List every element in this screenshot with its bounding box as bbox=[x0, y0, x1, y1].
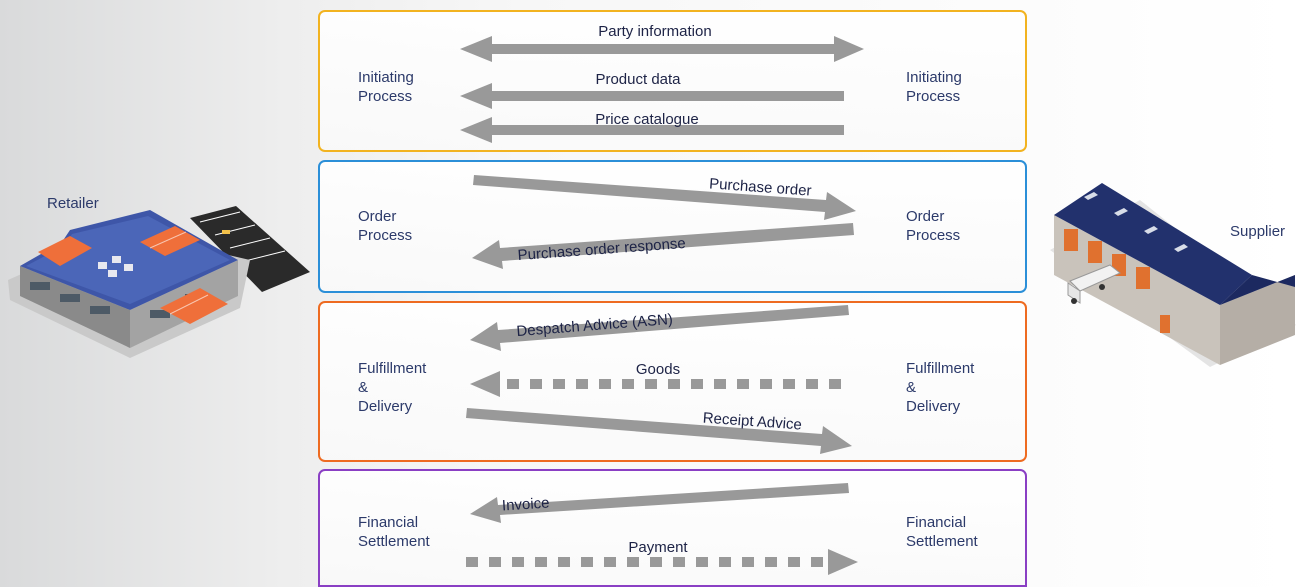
invoice-label: Invoice bbox=[501, 495, 550, 515]
invoice-arrow bbox=[470, 483, 849, 523]
stage-right-label: Initiating Process bbox=[906, 69, 962, 105]
stage-left-label: Financial Settlement bbox=[358, 514, 430, 550]
goods-arrow bbox=[470, 371, 841, 397]
payment-arrow bbox=[466, 549, 858, 575]
retailer-building-icon bbox=[8, 206, 310, 358]
stage-right-label: Fulfillment & Delivery bbox=[906, 360, 975, 415]
party-information-label: Party information bbox=[598, 23, 711, 40]
price-catalogue-label: Price catalogue bbox=[595, 111, 698, 128]
retailer-label: Retailer bbox=[47, 195, 99, 212]
price-catalogue-arrow bbox=[460, 117, 844, 143]
stage-right-label: Financial Settlement bbox=[906, 514, 978, 550]
purchase-order-response-arrow bbox=[472, 223, 854, 269]
payment-label: Payment bbox=[628, 539, 688, 556]
product-data-label: Product data bbox=[595, 71, 681, 88]
product-data-arrow bbox=[460, 83, 844, 109]
stage-panel-order: Order Process Order Process bbox=[318, 160, 1027, 293]
goods-label: Goods bbox=[636, 361, 680, 378]
purchase-order-arrow bbox=[473, 175, 856, 220]
stage-right-label: Order Process bbox=[906, 208, 961, 244]
despatch-advice-arrow bbox=[470, 305, 849, 351]
stage-left-label: Order Process bbox=[358, 208, 413, 244]
receipt-advice-arrow bbox=[466, 408, 852, 454]
party-information-arrow bbox=[460, 36, 864, 62]
purchase-order-response-label: Purchase order response bbox=[517, 235, 686, 264]
supplier-label: Supplier bbox=[1230, 223, 1286, 240]
supplier-warehouse-icon bbox=[1050, 183, 1296, 367]
stage-left-label: Fulfillment & Delivery bbox=[358, 360, 427, 415]
despatch-advice-label: Despatch Advice (ASN) bbox=[516, 311, 674, 340]
stage-panel-financial: Financial Settlement Financial Settlemen… bbox=[318, 469, 1027, 587]
stage-left-label: Initiating Process bbox=[358, 69, 414, 105]
